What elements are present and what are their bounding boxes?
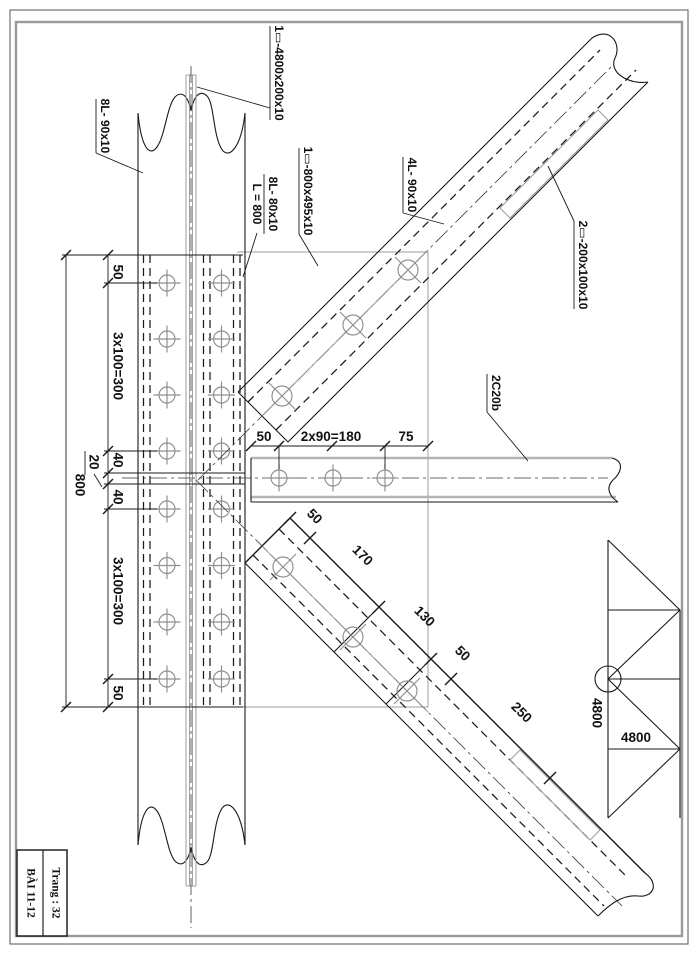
title-block: Trang : 32 BÀI 11-12: [16, 849, 68, 937]
bolt-icon-x: [339, 311, 367, 339]
lower-filler-plate: [509, 749, 601, 841]
dim-chord-gap-lower: 40: [110, 489, 125, 504]
bolt-icon-x: [339, 623, 367, 651]
dim-chord-edge-top: 50: [110, 264, 125, 279]
bolt-icon: [153, 269, 181, 297]
callout-channel: 2C20b: [489, 375, 503, 411]
lower-diagonal-member: [195, 479, 654, 917]
bolt-icon: [208, 269, 235, 297]
dim-diagonal-end: 50: [304, 506, 325, 527]
chord-dimension-chain: 50 3x100=300 40 20 40 3x100=300 50 800: [60, 249, 157, 713]
bolt-icon: [153, 608, 181, 636]
bolt-icon-x: [269, 553, 297, 581]
dim-chord-edge-bottom: 50: [110, 685, 125, 700]
dim-diagonal-s3: 50: [452, 643, 473, 664]
channel-bolt-group: [265, 464, 399, 492]
channel-dimension-chain: 50 2x90=180 75: [245, 429, 434, 469]
callout-chord-angles: 8L- 90x10: [98, 99, 112, 154]
channel-member: [250, 456, 621, 503]
page-border: [9, 9, 689, 945]
callout-strip-plate: 1▭-4800x200x10: [272, 25, 286, 121]
dim-chord-pitch-bottom: 3x100=300: [110, 557, 125, 625]
dim-chord-gap-upper: 40: [110, 452, 125, 467]
gap-dim-slash: [93, 473, 103, 488]
dim-chord-gap: 20: [86, 454, 101, 469]
bolt-icon: [208, 552, 235, 579]
bolt-icon: [208, 665, 235, 693]
break-line-upper-diagonal: [591, 33, 649, 83]
detailed-node-marker: [594, 665, 622, 693]
dim-chord-pitch-top: 3x100=300: [110, 332, 125, 400]
title-block-page: Trang : 32: [49, 868, 61, 919]
callout-splice-angles-line1: 8L- 80x10: [266, 177, 280, 232]
bolt-icon: [153, 552, 181, 579]
break-line-channel: [608, 457, 621, 503]
bolt-icon: [208, 381, 235, 409]
break-line-bottom: [137, 804, 246, 866]
bolt-icon: [208, 325, 235, 353]
dim-diagonal-s2: 130: [411, 603, 438, 630]
callout-diagonal-angles: 4L- 90x10: [405, 158, 419, 213]
gusset-plate: [237, 251, 429, 708]
bolt-icon-x: [394, 256, 422, 284]
key-panel-width: 4800: [621, 730, 651, 745]
dim-channel-end: 50: [256, 429, 271, 444]
dim-diagonal-s4: 250: [508, 699, 535, 726]
bolt-icon: [153, 495, 181, 523]
callout-filler-plates: 2▭-200x100x10: [576, 221, 590, 310]
bolt-icon: [153, 665, 181, 693]
title-block-lesson: BÀI 11-12: [24, 868, 38, 918]
callout-splice-angles-line2: L = 800: [250, 184, 264, 225]
bolt-icon: [208, 495, 235, 523]
bolt-icon-x: [393, 677, 421, 705]
chord-bolt-group: [153, 269, 235, 693]
upper-filler-plate: [499, 109, 609, 219]
dim-channel-tail: 75: [398, 429, 414, 444]
callout-labels: 1▭-4800x200x10 8L- 90x10 8L- 80x10 L = 8…: [95, 25, 590, 462]
bolt-icon: [153, 325, 181, 353]
dim-channel-pitch: 2x90=180: [301, 429, 361, 444]
break-line-lower-diagonal: [597, 872, 654, 917]
bolt-icon: [208, 437, 235, 465]
callout-gusset-plate: 1▭-800x495x10: [301, 147, 315, 236]
truss-key-diagram: 4800 4800: [589, 539, 681, 819]
upper-diagonal-bolt-group: [268, 256, 422, 410]
break-line-top: [137, 92, 246, 154]
bolt-icon-x: [268, 382, 296, 410]
lower-diagonal-bolt-group: [269, 553, 421, 705]
dim-chord-total: 800: [72, 474, 87, 497]
stitch-plate-edge: [333, 606, 380, 653]
bolt-icon: [319, 464, 347, 492]
bolt-icon: [153, 437, 181, 465]
dim-diagonal-s1: 170: [349, 542, 376, 569]
bolt-icon: [208, 608, 235, 636]
bolt-icon: [153, 381, 181, 409]
key-panel-height: 4800: [589, 698, 604, 728]
